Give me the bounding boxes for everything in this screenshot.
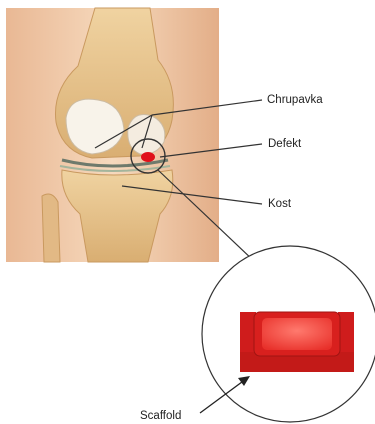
label-scaffold: Scaffold [140,411,181,423]
label-kost: Kost [268,199,291,211]
label-chrupavka: Chrupavka [267,95,323,107]
defect-spot [141,152,155,162]
fibula-bone [42,194,60,262]
label-defekt: Defekt [268,139,301,151]
scaffold-implant-top [262,318,332,350]
